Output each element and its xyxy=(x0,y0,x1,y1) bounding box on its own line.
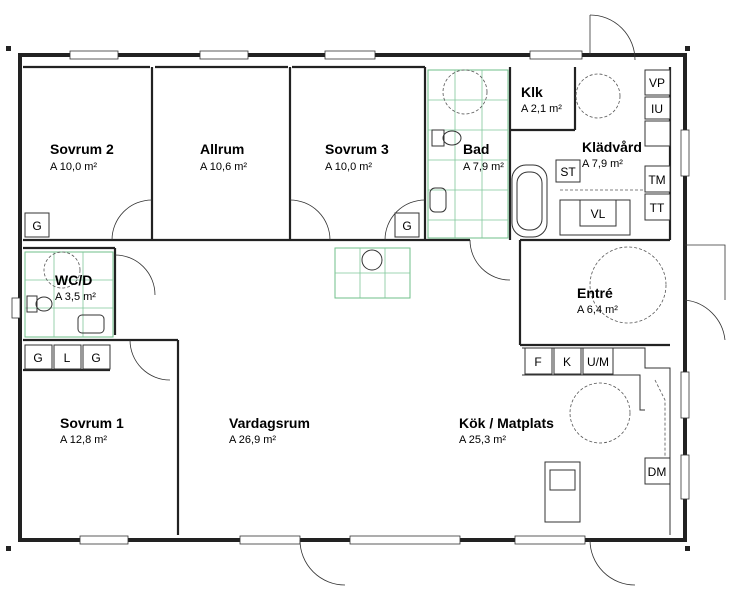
fixture-label: G xyxy=(33,351,42,365)
room-area-entre: A 6,4 m² xyxy=(577,304,618,316)
fixture-label: L xyxy=(64,351,71,365)
fixture-label: VL xyxy=(591,207,606,221)
room-area-klk: A 2,1 m² xyxy=(521,103,562,115)
room-name-klk: Klk xyxy=(521,84,543,100)
room-name-vardagsrum: Vardagsrum xyxy=(229,415,310,431)
room-name-sovrum2: Sovrum 2 xyxy=(50,141,114,157)
fixture-label: G xyxy=(32,219,41,233)
room-name-allrum: Allrum xyxy=(200,141,244,157)
room-name-sovrum1: Sovrum 1 xyxy=(60,415,124,431)
room-area-bad: A 7,9 m² xyxy=(463,161,504,173)
kitchen-counter xyxy=(522,347,671,535)
corner-markers xyxy=(6,46,690,551)
fixture-label: TT xyxy=(650,201,665,215)
room-area-vardagsrum: A 26,9 m² xyxy=(229,434,276,446)
sink-bad xyxy=(429,187,447,213)
fixture-label: TM xyxy=(648,173,665,187)
room-name-entre: Entré xyxy=(577,285,613,301)
room-area-kok: A 25,3 m² xyxy=(459,434,506,446)
fixture-label: VP xyxy=(649,76,665,90)
bathtub xyxy=(511,164,548,238)
fixture-label: U/M xyxy=(587,355,609,369)
fixture-label: IU xyxy=(651,102,663,116)
fixture-label: DM xyxy=(648,465,667,479)
door-swings xyxy=(111,14,726,586)
room-area-wcd: A 3,5 m² xyxy=(55,291,96,303)
toilet-bad xyxy=(431,129,462,147)
windows xyxy=(11,50,690,545)
shower-circle xyxy=(43,69,667,444)
fixture-label: G xyxy=(402,219,411,233)
room-area-allrum: A 10,6 m² xyxy=(200,161,247,173)
interior-walls xyxy=(23,65,672,535)
room-area-sovrum3: A 10,0 m² xyxy=(325,161,372,173)
room-name-kok: Kök / Matplats xyxy=(459,415,554,431)
room-name-sovrum3: Sovrum 3 xyxy=(325,141,389,157)
fixture-label: K xyxy=(563,355,571,369)
fixture-label: F xyxy=(534,355,541,369)
room-area-sovrum1: A 12,8 m² xyxy=(60,434,107,446)
tiled-floor-drain xyxy=(334,247,411,299)
room-area-sovrum2: A 10,0 m² xyxy=(50,161,97,173)
toilet-wcd xyxy=(26,295,53,313)
room-name-wcd: WC/D xyxy=(55,272,92,288)
room-name-bad: Bad xyxy=(463,141,489,157)
room-area-kladvard: A 7,9 m² xyxy=(582,158,623,170)
fixture-boxes xyxy=(24,69,671,485)
tiled-wcd xyxy=(24,251,114,338)
room-name-kladvard: Klädvård xyxy=(582,139,642,155)
sink-wcd xyxy=(77,314,105,334)
fixture-label: ST xyxy=(560,165,576,179)
fixture-label: G xyxy=(91,351,100,365)
